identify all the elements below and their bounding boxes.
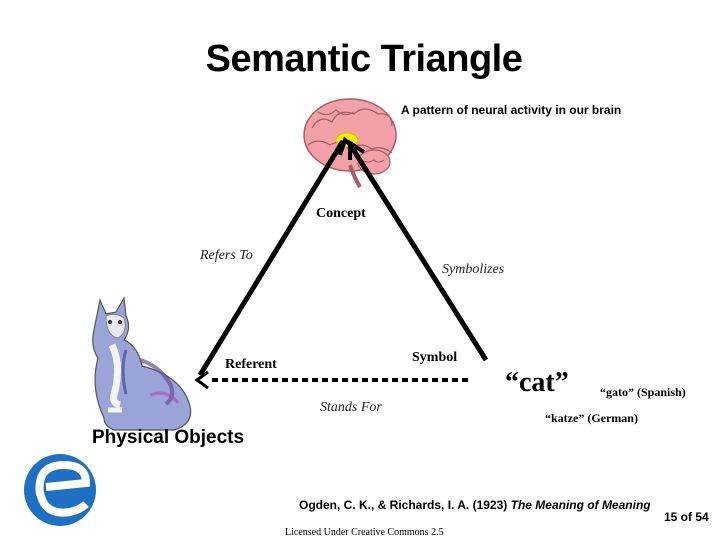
stands-for-arrowhead <box>194 370 209 390</box>
cat-icon <box>92 296 192 431</box>
translation-german: “katze” (German) <box>545 411 638 425</box>
edge-refers-to: Refers To <box>200 248 253 263</box>
page-indicator: 15 of 54 <box>664 510 709 524</box>
symbolizes-arrowhead <box>348 139 366 160</box>
physical-objects-label: Physical Objects <box>92 427 245 448</box>
edge-symbolizes: Symbolizes <box>442 262 505 277</box>
translation-spanish: “gato” (Spanish) <box>600 385 686 399</box>
refers-to-line <box>197 139 346 377</box>
logo-icon <box>24 454 96 526</box>
slide-title: Semantic Triangle <box>205 38 523 80</box>
node-referent: Referent <box>225 357 277 372</box>
brain-caption: A pattern of neural activity in our brai… <box>401 103 622 117</box>
node-concept: Concept <box>316 206 366 221</box>
license-notice: Licensed Under Creative Commons 2.5 <box>285 527 444 538</box>
symbolizes-line <box>348 144 489 362</box>
symbol-word: “cat” <box>505 367 569 398</box>
citation-book: The Meaning of Meaning <box>510 498 651 512</box>
edge-stands-for: Stands For <box>320 400 382 415</box>
citation-authors: Ogden, C. K., & Richards, I. A. (1923) <box>299 498 508 512</box>
citation: Ogden, C. K., & Richards, I. A. (1923) T… <box>299 498 651 512</box>
node-symbol: Symbol <box>412 350 458 365</box>
